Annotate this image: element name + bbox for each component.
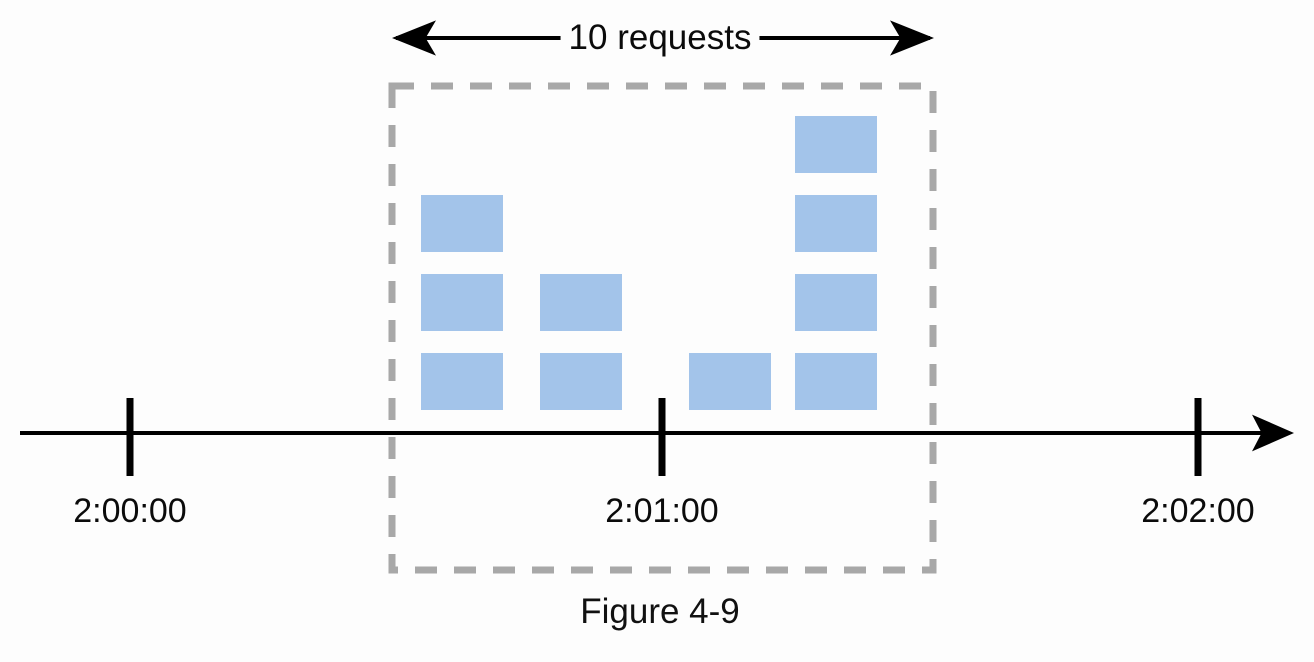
request-block	[421, 274, 503, 331]
timeline-tick-label: 2:02:00	[1141, 492, 1255, 530]
request-block	[540, 353, 622, 410]
timeline-tick-label: 2:00:00	[73, 492, 187, 530]
figure-caption: Figure 4-9	[580, 592, 740, 631]
timeline-tick-label: 2:01:00	[605, 492, 719, 530]
request-block	[795, 116, 877, 173]
request-block	[540, 274, 622, 331]
request-stack	[421, 195, 503, 410]
requests-annotation-label: 10 requests	[562, 20, 758, 55]
timeline-axis	[20, 398, 1294, 476]
request-block	[795, 195, 877, 252]
timeline-ticks-layer	[126, 398, 1202, 476]
request-stack	[689, 353, 771, 410]
request-stack	[540, 274, 622, 410]
request-block	[795, 353, 877, 410]
request-block	[795, 274, 877, 331]
request-block	[689, 353, 771, 410]
request-stack	[795, 116, 877, 410]
sliding-window-box	[388, 82, 937, 574]
request-blocks-layer	[421, 116, 877, 410]
request-block	[421, 353, 503, 410]
request-block	[421, 195, 503, 252]
